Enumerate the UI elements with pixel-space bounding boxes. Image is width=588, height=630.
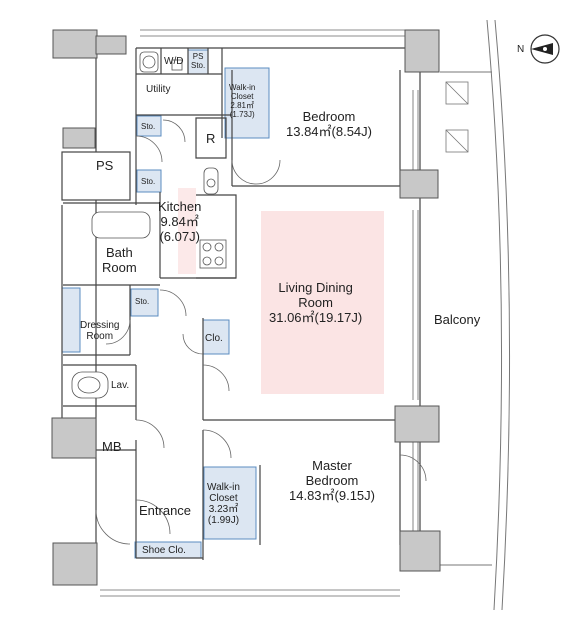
master-area: 14.83㎡(9.15J) xyxy=(289,488,375,503)
ps-small-line1: PS xyxy=(192,52,204,61)
kitchen-name: Kitchen xyxy=(158,199,202,214)
walkin-closet-1-line1: Walk-in xyxy=(229,83,256,92)
walkin-closet-2-line2: Closet xyxy=(209,493,238,504)
ps-label: PS xyxy=(96,158,114,173)
dressing-line2: Room xyxy=(86,331,114,342)
room-highlights xyxy=(178,188,384,394)
door-swings xyxy=(95,119,427,545)
ps-shaft xyxy=(61,151,131,201)
refrigerator-label: R xyxy=(206,131,216,146)
walkin-closet-2-area: 3.23㎡ xyxy=(208,504,239,515)
kitchen-label: Kitchen 9.84㎡ (6.07J) xyxy=(158,199,201,244)
closet-label: Clo. xyxy=(205,333,223,344)
master-line1: Master xyxy=(312,458,352,473)
utility-label: Utility xyxy=(146,84,171,95)
compass-icon xyxy=(530,34,560,64)
balcony-outline xyxy=(440,19,511,611)
bath-line2: Room xyxy=(102,260,137,275)
fixtures xyxy=(71,51,227,399)
ps-small-label: PS Sto. xyxy=(191,52,205,70)
storage-a-label: Sto. xyxy=(141,122,156,131)
walkin-closet-1-area-j: (1.73J) xyxy=(229,110,255,119)
walkin-closet-2-label: Walk-in Closet 3.23㎡ (1.99J) xyxy=(207,482,240,526)
master-line2: Bedroom xyxy=(305,473,359,488)
living-label: Living Dining Room 31.06㎡(19.17J) xyxy=(269,280,362,325)
walkin-closet-2-line1: Walk-in xyxy=(207,482,240,493)
bath-label: Bath Room xyxy=(102,245,137,275)
entrance-label: Entrance xyxy=(139,503,192,518)
kitchen-area: 9.84㎡ xyxy=(160,214,199,229)
compass-label: N xyxy=(517,44,525,55)
ps-small-line2: Sto. xyxy=(191,61,206,70)
walkin-closet-2-area-j: (1.99J) xyxy=(207,515,240,526)
walkin-closet-1-label: Walk-in Closet 2.81㎡ (1.73J) xyxy=(229,83,255,119)
windows xyxy=(100,29,419,597)
shoe-closet-label: Shoe Clo. xyxy=(142,545,186,556)
master-bedroom-label: Master Bedroom 14.83㎡(9.15J) xyxy=(289,458,375,503)
dressing-label: Dressing Room xyxy=(80,320,119,342)
lavatory-label: Lav. xyxy=(111,380,130,391)
bedroom-name: Bedroom xyxy=(302,109,356,124)
structural-columns xyxy=(51,29,441,586)
wd-label: W/D xyxy=(164,56,184,67)
living-line2: Room xyxy=(298,295,333,310)
interior-walls xyxy=(61,38,421,560)
kitchen-area-j: (6.07J) xyxy=(159,229,200,244)
storage-b-label: Sto. xyxy=(141,177,156,186)
living-line1: Living Dining xyxy=(278,280,353,295)
storage-c-label: Sto. xyxy=(135,297,150,306)
living-area: 31.06㎡(19.17J) xyxy=(269,310,363,325)
walkin-closet-1-area: 2.81㎡ xyxy=(230,101,254,110)
dressing-line1: Dressing xyxy=(80,320,120,331)
balcony-aircon-units xyxy=(445,81,469,153)
bedroom-area: 13.84㎡(8.54J) xyxy=(286,124,372,139)
bath-line1: Bath xyxy=(105,245,133,260)
mb-label: MB xyxy=(102,439,122,454)
bedroom-label: Bedroom 13.84㎡(8.54J) xyxy=(286,109,372,139)
walkin-closet-1-line2: Closet xyxy=(230,92,254,101)
balcony-label: Balcony xyxy=(434,312,481,327)
